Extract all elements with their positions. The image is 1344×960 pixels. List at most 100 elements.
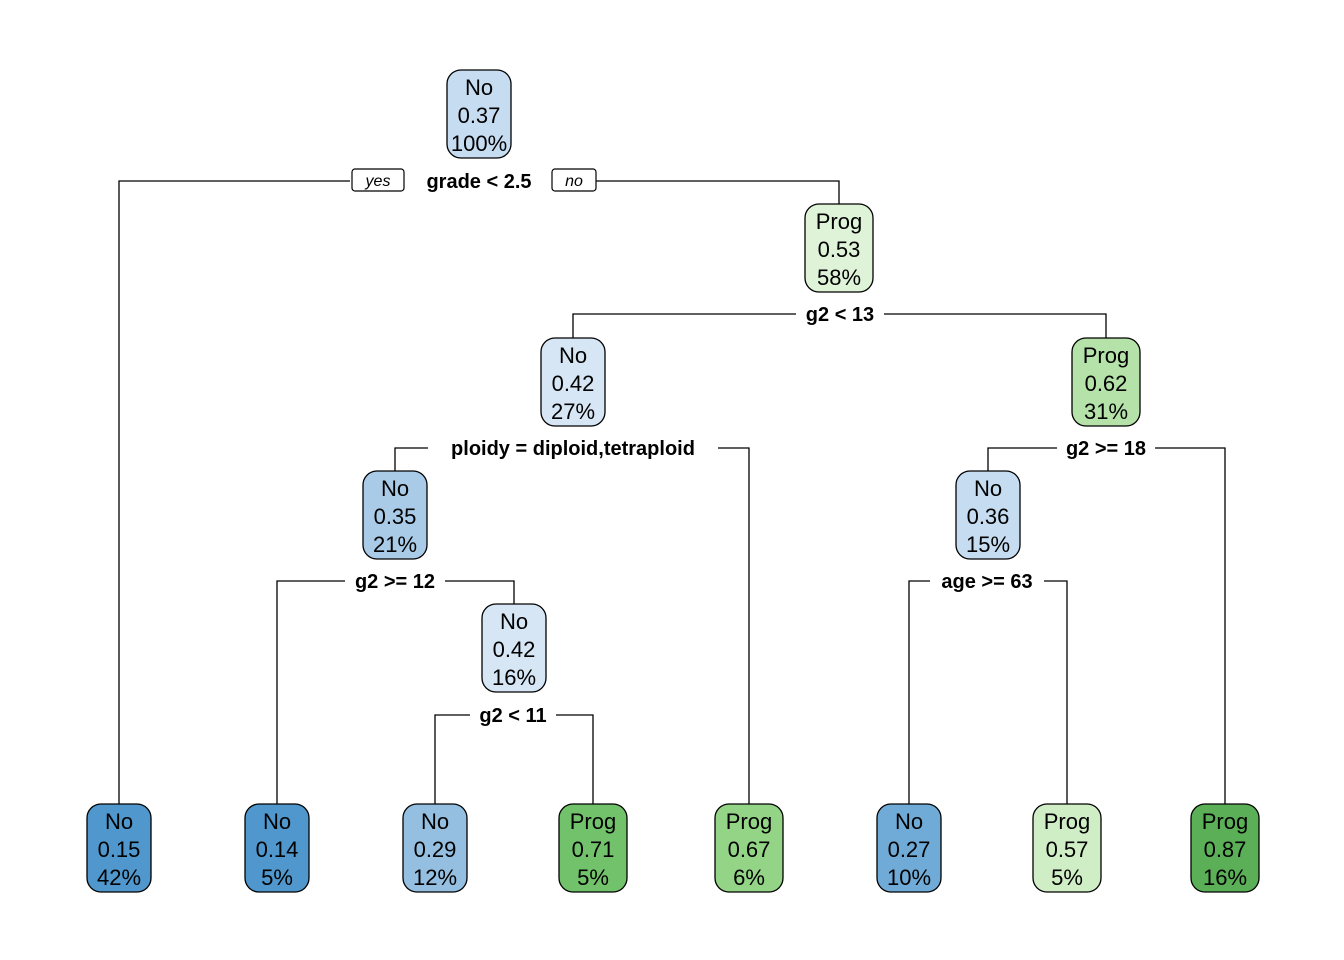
edge-n6-left — [394, 447, 430, 471]
node-percentage: 16% — [492, 665, 536, 690]
node-probability: 0.67 — [728, 837, 771, 862]
node-box — [86, 803, 152, 893]
edge-n25-left — [434, 714, 474, 804]
edge-n6-right — [716, 447, 750, 804]
node-class-label: No — [263, 809, 291, 834]
node-probability: 0.36 — [967, 504, 1010, 529]
no-label-box — [551, 168, 597, 192]
node-probability: 0.87 — [1204, 837, 1247, 862]
node-percentage: 15% — [966, 532, 1010, 557]
node-percentage: 5% — [1051, 865, 1083, 890]
node-class-label: Prog — [1083, 343, 1129, 368]
node-box — [1190, 803, 1260, 893]
edge-n12-left — [276, 580, 348, 804]
node-box — [446, 69, 512, 159]
node-probability: 0.62 — [1085, 371, 1128, 396]
tree-edges — [118, 180, 1226, 804]
node-percentage: 16% — [1203, 865, 1247, 890]
node-box — [244, 803, 310, 893]
node-percentage: 10% — [887, 865, 931, 890]
node-class-label: Prog — [726, 809, 772, 834]
node-probability: 0.42 — [493, 637, 536, 662]
edge-n14-right — [1040, 580, 1068, 804]
tree-node-n3: Prog 0.53 58% — [804, 203, 874, 293]
split-label-g2-12: g2 >= 12 — [355, 571, 435, 593]
split-labels: grade < 2.5 g2 < 13 ploidy = diploid,tet… — [345, 168, 1155, 728]
edge-n7-left — [987, 447, 1060, 471]
node-probability: 0.14 — [256, 837, 299, 862]
node-class-label: Prog — [816, 209, 862, 234]
node-box — [1032, 803, 1102, 893]
node-box — [714, 803, 784, 893]
tree-node-n14: No 0.36 15% — [955, 470, 1021, 560]
node-percentage: 100% — [451, 131, 507, 156]
node-class-label: No — [105, 809, 133, 834]
node-box — [1071, 337, 1141, 427]
edge-n12-right — [442, 580, 515, 604]
node-class-label: No — [421, 809, 449, 834]
node-class-label: Prog — [1044, 809, 1090, 834]
node-class-label: Prog — [1202, 809, 1248, 834]
node-probability: 0.29 — [414, 837, 457, 862]
node-box — [955, 470, 1021, 560]
yes-label: yes — [365, 173, 391, 190]
node-class-label: No — [381, 476, 409, 501]
node-probability: 0.53 — [818, 237, 861, 262]
branch-labels: yes no — [351, 168, 597, 192]
edge-n25-right — [552, 714, 594, 804]
edge-n3-left — [572, 313, 800, 338]
edge-n14-left — [908, 580, 933, 804]
node-probability: 0.35 — [374, 504, 417, 529]
split-label-g2-18: g2 >= 18 — [1066, 438, 1146, 460]
node-percentage: 5% — [577, 865, 609, 890]
node-probability: 0.42 — [552, 371, 595, 396]
node-percentage: 58% — [817, 265, 861, 290]
node-percentage: 31% — [1084, 399, 1128, 424]
tree-node-leaf6: No 0.27 10% — [876, 803, 942, 893]
node-percentage: 5% — [261, 865, 293, 890]
split-label-ploidy: ploidy = diploid,tetraploid — [451, 438, 695, 460]
node-class-label: Prog — [570, 809, 616, 834]
node-percentage: 27% — [551, 399, 595, 424]
node-box — [402, 803, 468, 893]
node-probability: 0.27 — [888, 837, 931, 862]
tree-node-leaf3: No 0.29 12% — [402, 803, 468, 893]
split-label-grade: grade < 2.5 — [426, 171, 531, 193]
split-label-g2-13: g2 < 13 — [806, 304, 874, 326]
yes-label-box — [351, 168, 405, 192]
edge-root-left — [118, 180, 350, 804]
edge-n3-right — [880, 313, 1107, 338]
node-probability: 0.37 — [458, 103, 501, 128]
node-percentage: 6% — [733, 865, 765, 890]
no-label: no — [565, 173, 583, 190]
node-box — [804, 203, 874, 293]
node-class-label: No — [559, 343, 587, 368]
tree-node-n7: Prog 0.62 31% — [1071, 337, 1141, 427]
node-box — [362, 470, 428, 560]
split-label-age: age >= 63 — [941, 571, 1032, 593]
edge-root-right — [596, 180, 840, 204]
node-box — [481, 603, 547, 693]
node-box — [558, 803, 628, 893]
node-box — [540, 337, 606, 427]
tree-node-leaf8: Prog 0.87 16% — [1190, 803, 1260, 893]
node-probability: 0.15 — [98, 837, 141, 862]
node-class-label: No — [465, 75, 493, 100]
tree-nodes: No 0.37 100% Prog 0.53 58% No 0.42 27% Prog 0.62 31… — [86, 69, 1260, 893]
node-class-label: No — [974, 476, 1002, 501]
tree-node-root: No 0.37 100% — [446, 69, 512, 159]
node-percentage: 42% — [97, 865, 141, 890]
split-label-g2-11: g2 < 11 — [479, 705, 546, 727]
tree-node-leaf7: Prog 0.57 5% — [1032, 803, 1102, 893]
node-class-label: No — [895, 809, 923, 834]
node-probability: 0.57 — [1046, 837, 1089, 862]
node-box — [876, 803, 942, 893]
edge-n7-right — [1152, 447, 1226, 804]
tree-node-leaf2: No 0.14 5% — [244, 803, 310, 893]
tree-node-n6: No 0.42 27% — [540, 337, 606, 427]
node-percentage: 12% — [413, 865, 457, 890]
